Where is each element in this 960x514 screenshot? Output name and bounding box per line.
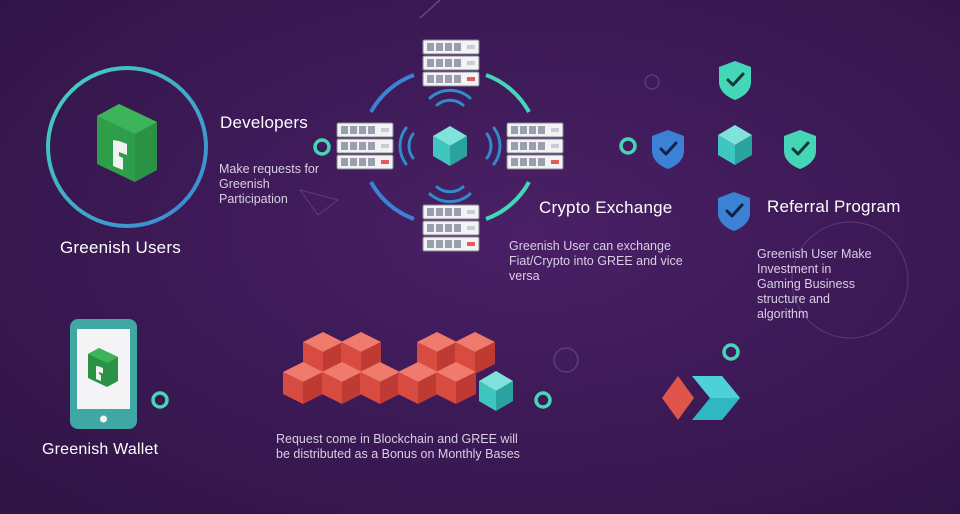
- users-ring: [46, 66, 208, 228]
- shield-check-icon: [717, 59, 753, 102]
- signal-waves: [398, 88, 502, 204]
- background-decoration: [298, 0, 909, 373]
- server-icon: [422, 204, 480, 252]
- cube-icon: [479, 371, 513, 411]
- blockchain-desc: Request come in Blockchain and GREE will…: [276, 432, 520, 461]
- shield-check-icon: [650, 128, 686, 171]
- developers-desc: Make requests for Greenish Participation: [219, 162, 320, 206]
- referral-desc: Greenish User Make Investment in Gaming …: [757, 247, 872, 321]
- connector-dot: [722, 343, 740, 361]
- server-icon: [422, 39, 480, 87]
- wallet-label: Greenish Wallet: [42, 441, 159, 458]
- shield-check-icon: [782, 128, 818, 171]
- blockchain-blocks: [283, 332, 513, 411]
- server-icon: [336, 122, 394, 170]
- cube-icon: [433, 126, 467, 166]
- server-icon: [506, 122, 564, 170]
- connector-dot: [151, 391, 169, 409]
- exchange-label: Crypto Exchange: [539, 198, 673, 217]
- referral-label: Referral Program: [767, 197, 901, 216]
- users-label: Greenish Users: [60, 238, 181, 257]
- cube-icon: [718, 125, 752, 165]
- hub-ring: [369, 73, 531, 221]
- phone-icon: [70, 319, 137, 429]
- shield-check-icon: [716, 190, 752, 233]
- connector-dot: [619, 137, 637, 155]
- developers-label: Developers: [220, 113, 308, 132]
- g-logo-icon: [97, 104, 157, 182]
- connector-dot: [534, 391, 552, 409]
- exchange-desc: Greenish User can exchange Fiat/Crypto i…: [509, 239, 683, 283]
- connector-dot: [313, 138, 331, 156]
- brand-logo-icon: [662, 376, 740, 420]
